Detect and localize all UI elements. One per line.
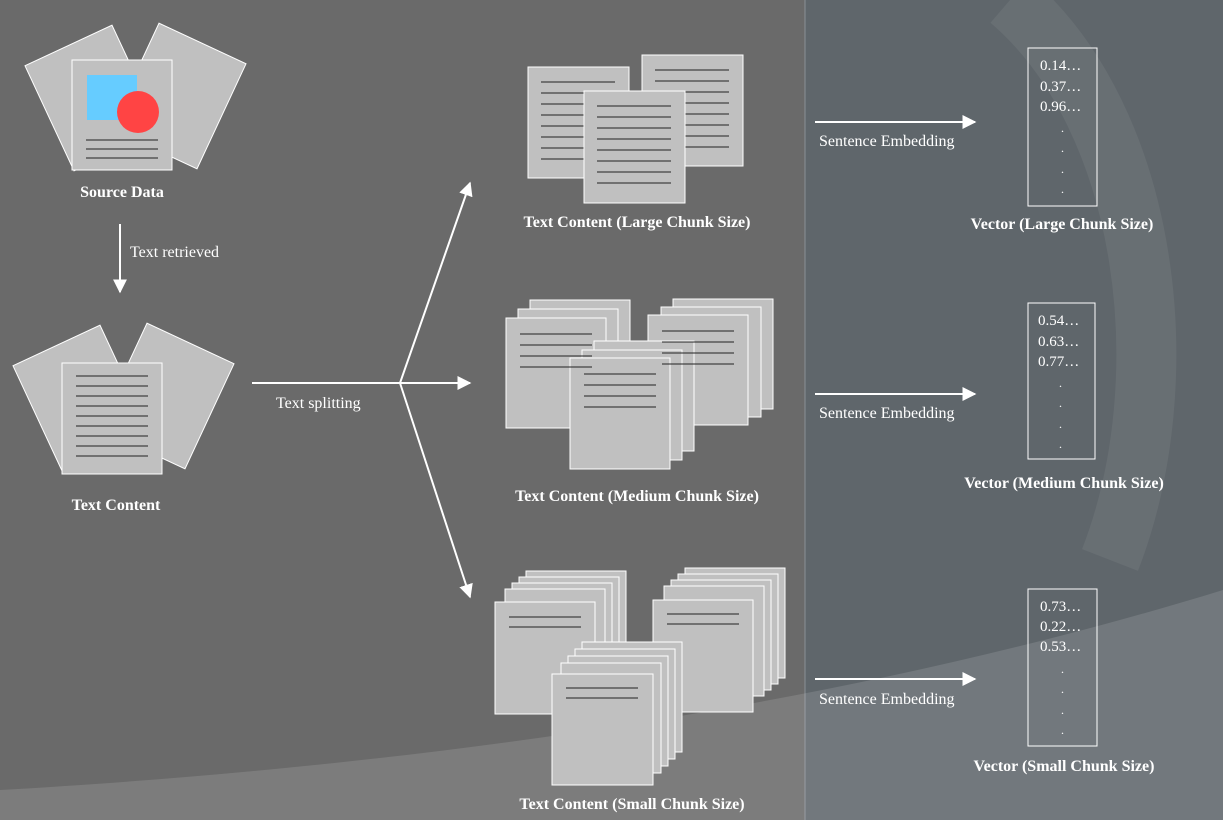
vector-small-value-2: 0.22…	[1040, 619, 1082, 635]
right-panel-background	[805, 0, 1223, 820]
text-splitting-label: Text splitting	[276, 395, 361, 412]
vector-dot: .	[1061, 723, 1064, 737]
vector-dot: .	[1061, 703, 1064, 717]
source-data-label: Source Data	[80, 184, 164, 201]
vector-dot: .	[1061, 141, 1064, 155]
vector-dot: .	[1059, 376, 1062, 390]
vector-box-medium	[1027, 302, 1096, 460]
embedding-label-medium: Sentence Embedding	[819, 405, 955, 422]
source-data-icon	[24, 22, 247, 172]
vector-dot: .	[1061, 162, 1064, 176]
large-chunk-documents	[527, 54, 744, 204]
large-chunk-label: Text Content (Large Chunk Size)	[523, 214, 751, 231]
medium-chunk-label: Text Content (Medium Chunk Size)	[515, 488, 759, 505]
background-swoosh	[0, 590, 1223, 820]
vector-dot: .	[1059, 417, 1062, 431]
vector-small-value-1: 0.73…	[1040, 599, 1082, 615]
vector-large-value-2: 0.37…	[1040, 79, 1082, 95]
vector-small-value-3: 0.53…	[1040, 639, 1082, 655]
embedding-label-small: Sentence Embedding	[819, 691, 955, 708]
embedding-label-large: Sentence Embedding	[819, 133, 955, 150]
vector-medium-value-1: 0.54…	[1038, 313, 1080, 329]
text-content-label: Text Content	[71, 497, 161, 514]
vector-dot: .	[1059, 396, 1062, 410]
vector-large-value-3: 0.96…	[1040, 99, 1082, 115]
small-chunk-documents	[494, 567, 786, 786]
vector-dot: .	[1061, 182, 1064, 196]
medium-chunk-documents	[505, 298, 774, 470]
small-chunk-label: Text Content (Small Chunk Size)	[519, 796, 745, 813]
background-arc	[990, 0, 1177, 571]
text-content-icon	[12, 322, 235, 475]
vector-dot: .	[1059, 437, 1062, 451]
text-splitting-arrows	[252, 181, 473, 599]
vector-dot: .	[1061, 121, 1064, 135]
vector-medium-value-3: 0.77…	[1038, 354, 1080, 370]
text-retrieved-label: Text retrieved	[130, 244, 220, 261]
vector-box-small	[1027, 588, 1098, 747]
vector-medium-label: Vector (Medium Chunk Size)	[964, 475, 1164, 492]
vector-box-large	[1027, 47, 1098, 207]
vector-large-label: Vector (Large Chunk Size)	[970, 216, 1154, 233]
vector-medium-value-2: 0.63…	[1038, 334, 1080, 350]
vector-dot: .	[1061, 682, 1064, 696]
vector-large-value-1: 0.14…	[1040, 58, 1082, 74]
vector-dot: .	[1061, 662, 1064, 676]
vector-small-label: Vector (Small Chunk Size)	[973, 758, 1155, 775]
